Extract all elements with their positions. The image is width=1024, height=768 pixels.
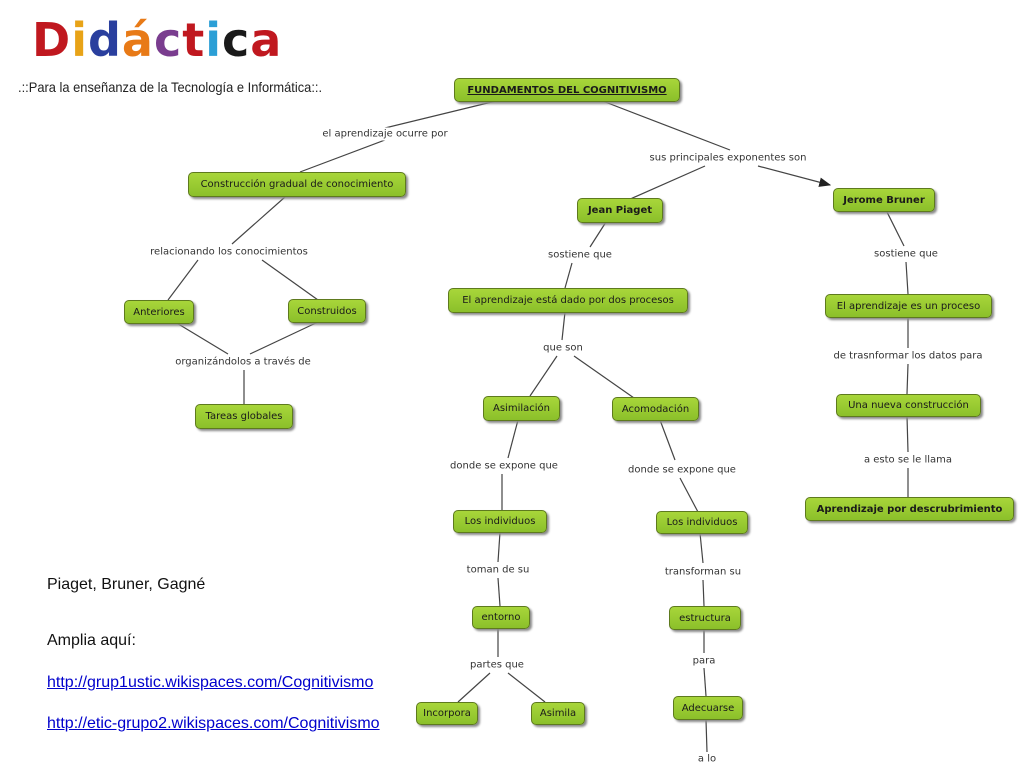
- node-individuos-2: Los individuos: [656, 511, 748, 534]
- connector: [507, 419, 519, 459]
- connector: [384, 99, 501, 129]
- connector: [497, 531, 501, 563]
- link-label-ocurre: el aprendizaje ocurre por: [319, 127, 451, 141]
- logo-letter: D: [32, 13, 72, 67]
- node-proceso: El aprendizaje es un proceso: [825, 294, 992, 318]
- connector: [886, 211, 905, 247]
- node-asimila: Asimila: [531, 702, 585, 725]
- connector: [906, 415, 909, 453]
- link-label-trasnformar: de trasnformar los datos para: [830, 349, 986, 363]
- connector: [507, 672, 546, 703]
- connector: [573, 355, 635, 399]
- link-label-queson: que son: [540, 341, 586, 355]
- wiki-link-2[interactable]: http://etic-grupo2.wikispaces.com/Cognit…: [47, 715, 380, 732]
- link-label-relacionando: relacionando los conocimientos: [147, 245, 311, 259]
- connector: [699, 532, 704, 564]
- connector: [261, 259, 319, 301]
- node-piaget: Jean Piaget: [577, 198, 663, 223]
- node-procesos: El aprendizaje está dado por dos proceso…: [448, 288, 688, 313]
- connector: [757, 165, 832, 187]
- connector: [249, 321, 319, 355]
- link-label-transforman: transforman su: [661, 565, 745, 579]
- logo-letter: c: [222, 13, 251, 67]
- link-label-exponentes: sus principales exponentes son: [646, 151, 810, 165]
- node-tareas: Tareas globales: [195, 404, 293, 429]
- connector: [627, 165, 706, 201]
- link-label-organizandolos: organizándolos a través de: [172, 355, 314, 369]
- node-acomodacion: Acomodación: [612, 397, 699, 421]
- link-label-alo: a lo: [694, 752, 720, 766]
- connector: [705, 719, 708, 753]
- connector: [529, 355, 558, 397]
- logo-letter: d: [87, 13, 122, 67]
- node-estructura: estructura: [669, 606, 741, 630]
- node-entorno: entorno: [472, 606, 530, 629]
- connector: [299, 139, 386, 173]
- logo-letter: i: [205, 13, 223, 67]
- connector: [589, 221, 607, 248]
- wiki-link-1[interactable]: http://grup1ustic.wikispaces.com/Cogniti…: [47, 674, 374, 691]
- site-subtitle: .::Para la enseñanza de la Tecnología e …: [18, 79, 323, 95]
- connector: [231, 196, 286, 245]
- connector: [905, 261, 909, 295]
- connector: [599, 99, 731, 151]
- node-anteriores: Anteriores: [124, 300, 194, 324]
- connector: [906, 363, 909, 395]
- node-adecuarse: Adecuarse: [673, 696, 743, 720]
- node-construidos: Construidos: [288, 299, 366, 323]
- connector: [659, 419, 676, 461]
- link-label-partes: partes que: [467, 658, 527, 672]
- logo-letter: t: [182, 13, 206, 67]
- node-bruner: Jerome Bruner: [833, 188, 935, 212]
- node-incorpora: Incorpora: [416, 702, 478, 725]
- link-label-expone-1: donde se expone que: [447, 459, 561, 473]
- logo-letter: a: [250, 13, 283, 67]
- node-individuos-1: Los individuos: [453, 510, 547, 533]
- link-label-llama: a esto se le llama: [860, 453, 956, 467]
- link-label-expone-2: donde se expone que: [625, 463, 739, 477]
- node-nueva: Una nueva construcción: [836, 394, 981, 417]
- node-asimilacion: Asimilación: [483, 396, 560, 421]
- logo-letter: c: [153, 13, 183, 67]
- connector: [679, 477, 699, 513]
- connector: [561, 311, 566, 341]
- node-descubrimiento: Aprendizaje por descrubrimiento: [805, 497, 1014, 521]
- logo-letter: i: [71, 13, 88, 67]
- connector: [167, 259, 199, 301]
- connector: [174, 321, 229, 355]
- node-construccion: Construcción gradual de conocimiento: [188, 172, 406, 197]
- authors-text: Piaget, Bruner, Gagné: [47, 576, 206, 593]
- link-label-sostiene-1: sostiene que: [545, 248, 615, 262]
- logo-letter: á: [121, 13, 154, 67]
- link-label-sostiene-2: sostiene que: [871, 247, 941, 261]
- link-label-toman: toman de su: [463, 563, 533, 577]
- connector: [457, 672, 491, 703]
- link-label-para: para: [689, 654, 719, 668]
- didactica-logo: Didáctica: [32, 14, 282, 66]
- more-info-label: Amplia aquí:: [47, 632, 136, 649]
- connector: [703, 667, 707, 697]
- node-root: FUNDAMENTOS DEL COGNITIVISMO: [454, 78, 680, 102]
- connector: [564, 262, 573, 289]
- connector: [497, 577, 501, 607]
- connector: [702, 579, 705, 607]
